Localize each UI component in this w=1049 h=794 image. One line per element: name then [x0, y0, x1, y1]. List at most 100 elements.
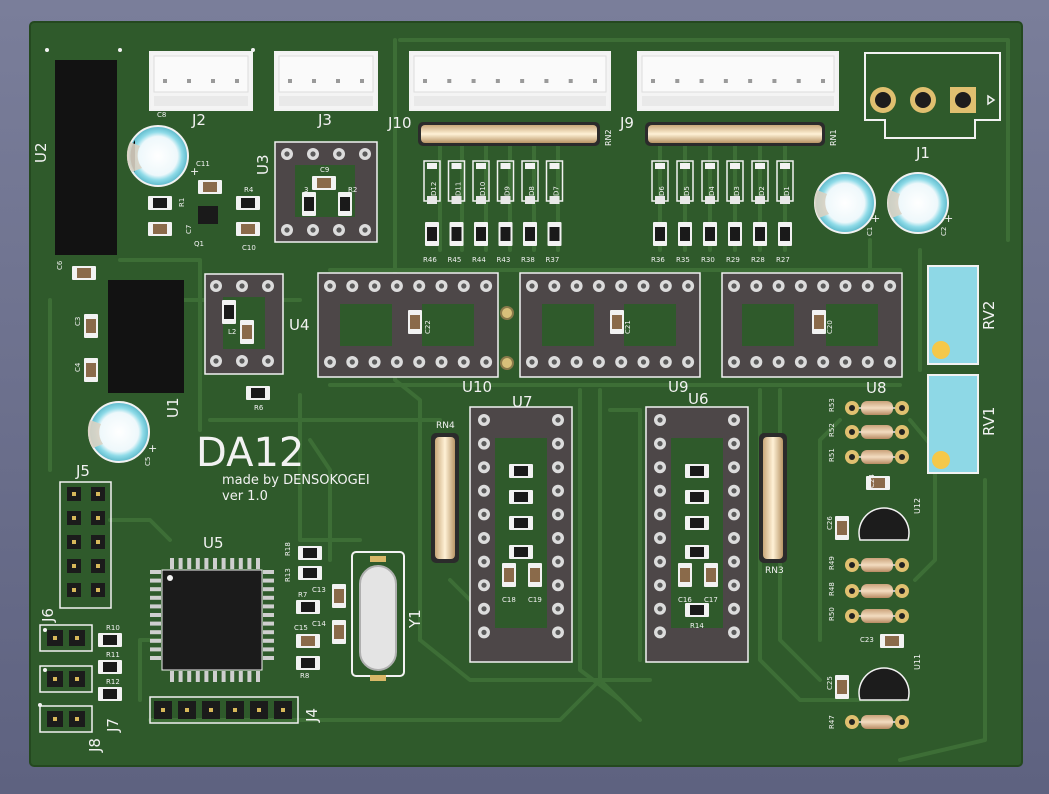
label-c23: C23: [860, 636, 874, 644]
label-c14: C14: [312, 620, 326, 628]
trimmer-rv1[interactable]: [927, 374, 979, 474]
header-j8[interactable]: [39, 705, 93, 733]
label-c20: C20: [826, 320, 834, 334]
label-u2: U2: [32, 142, 50, 163]
label-j7: J7: [104, 718, 122, 733]
terminal-j1[interactable]: [864, 52, 1001, 139]
socket-pins: [47, 148, 897, 727]
connector-j3[interactable]: [274, 51, 378, 111]
label-d6: D6: [658, 186, 666, 196]
label-j9: J9: [619, 114, 634, 132]
label-u10: U10: [462, 378, 492, 396]
label-u11: U11: [913, 654, 922, 670]
chip-c3: [84, 314, 98, 338]
chip-r13: [298, 566, 322, 580]
chip-r1: [148, 196, 172, 210]
chip-c7: [148, 222, 172, 236]
header-j6[interactable]: [39, 624, 93, 652]
connector-j10[interactable]: [409, 51, 611, 111]
chip-c15: [296, 634, 320, 648]
label-d10: D10: [479, 182, 487, 196]
label-d9: D9: [504, 186, 512, 196]
connector-j2[interactable]: [149, 51, 253, 111]
label-j5: J5: [75, 462, 90, 480]
label-r18: R18: [284, 542, 292, 556]
resistor-r28: [753, 222, 767, 246]
trimmer-rv2[interactable]: [927, 265, 979, 365]
label-r38: R38: [521, 256, 535, 264]
label-r48: R48: [828, 582, 836, 596]
label-d4: D4: [708, 186, 716, 196]
diode-d9: [496, 160, 515, 204]
label-y1: Y1: [406, 609, 424, 629]
label-c26: C26: [826, 516, 834, 530]
crystal-y1: [351, 551, 405, 681]
header-j7[interactable]: [39, 665, 93, 693]
label-r8: R8: [300, 672, 309, 680]
resistor-network-rn2: [418, 122, 600, 146]
label-rn3: RN3: [765, 566, 784, 576]
socket-u3: [274, 141, 378, 243]
resistor-r46: [425, 222, 439, 246]
label-rn4: RN4: [436, 421, 455, 431]
header-j5[interactable]: [59, 481, 112, 609]
chip-c23: [880, 634, 904, 648]
label-d1: D1: [783, 186, 791, 196]
label-c25: C25: [826, 676, 834, 690]
label-r37: R37: [546, 256, 560, 264]
label-r46: R46: [423, 256, 437, 264]
diode-d4: [701, 160, 719, 204]
label-r44: R44: [472, 256, 486, 264]
diode-d8: [521, 160, 539, 204]
label-r14: R14: [690, 622, 704, 630]
chip-c26: [835, 516, 849, 540]
chip-u7rb: [509, 545, 533, 559]
board-title: DA12: [196, 430, 304, 476]
diode-d6: [651, 160, 669, 204]
chip-r18: [298, 546, 322, 560]
label-r47: R47: [828, 715, 836, 729]
chip-u6rb: [685, 545, 709, 559]
chip-c21: [610, 310, 624, 334]
mcu-u5: [161, 569, 263, 671]
label-u9: U9: [668, 378, 689, 396]
label-c8: C8: [157, 111, 166, 119]
chip-l2b: [222, 300, 236, 324]
label-r2: R2: [348, 186, 357, 194]
label-d2: D2: [758, 186, 766, 196]
resistor-r38: [523, 222, 537, 246]
label-d12: D12: [430, 182, 438, 196]
resistor-network-rn3: [759, 433, 787, 563]
chip-c14: [332, 620, 346, 644]
polarity-mark: +: [190, 165, 199, 178]
connector-j9[interactable]: [637, 51, 839, 111]
label-d5: D5: [683, 186, 691, 196]
chip-u7r490: [509, 490, 533, 504]
chip-c9: [312, 176, 336, 190]
header-j4[interactable]: [149, 696, 299, 724]
polarity-mark: +: [148, 442, 157, 455]
chip-r14: [685, 603, 709, 617]
label-r10: R10: [106, 624, 120, 632]
diode-d11: [447, 160, 466, 204]
chip-u6r516: [685, 516, 709, 530]
resistor-r49: [845, 558, 909, 572]
label-r28: R28: [751, 256, 765, 264]
chip-c10: [236, 222, 260, 236]
label-d11: D11: [455, 182, 463, 196]
chip-u6r464: [685, 464, 709, 478]
label-q1: Q1: [194, 240, 204, 248]
chip-c18: [502, 563, 516, 587]
label-u8: U8: [866, 379, 887, 397]
label-r52: R52: [828, 423, 836, 437]
chip-r3: [302, 192, 316, 216]
polarity-mark: +: [944, 212, 953, 225]
chip-c4: [84, 358, 98, 382]
label-l2: L2: [228, 328, 236, 336]
chip-c20: [812, 310, 826, 334]
label-c19: C19: [528, 596, 542, 604]
label-u5: U5: [203, 534, 224, 552]
label-r12: R12: [106, 678, 120, 686]
resistor-r52: [845, 425, 909, 439]
diode-d10: [472, 160, 490, 204]
